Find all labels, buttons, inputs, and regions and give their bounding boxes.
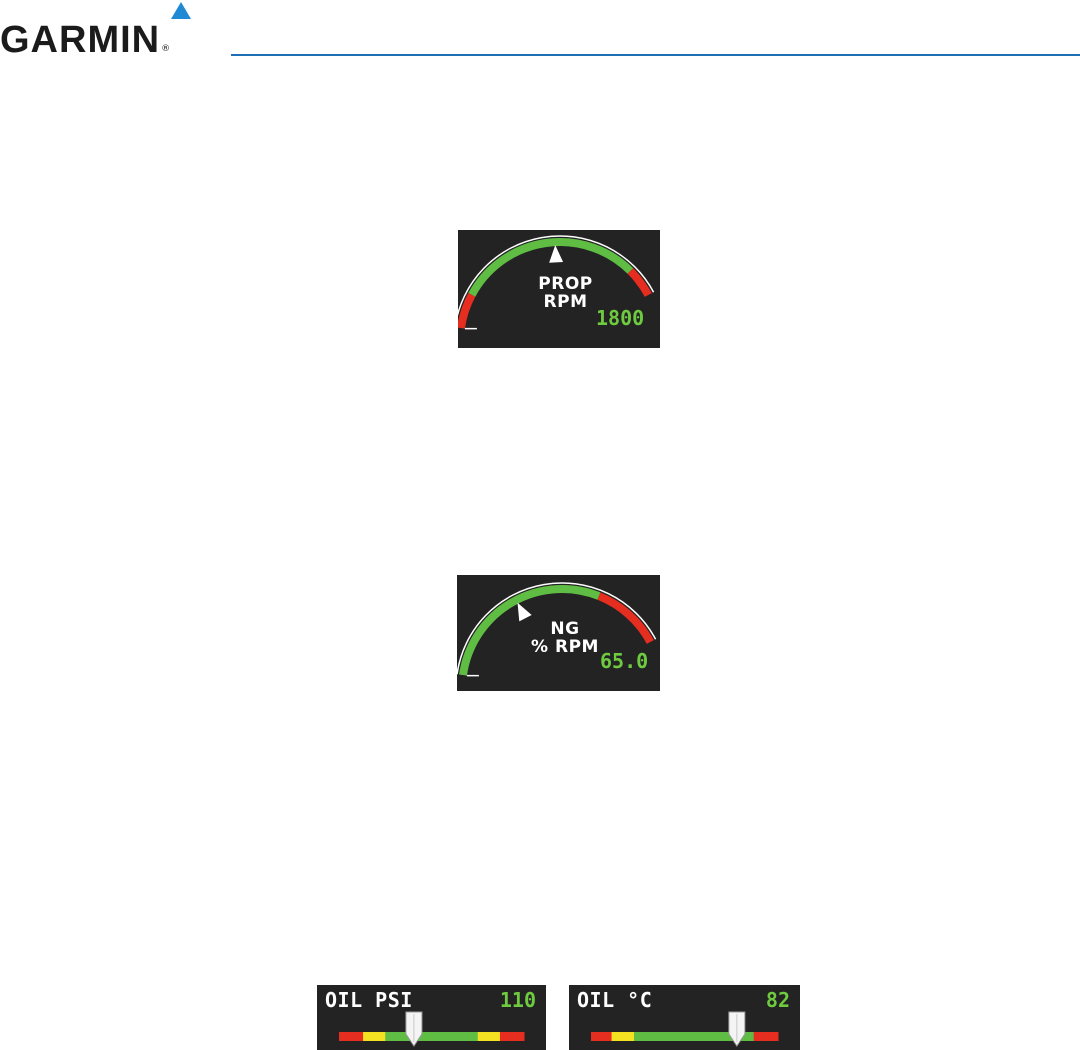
prop-rpm-gauge: PROP RPM 1800 [458,230,660,348]
oil-temp-band-yellow-1 [612,1032,635,1041]
oil-psi-band-green-2 [385,1032,478,1041]
oil-psi-band-yellow-3 [478,1032,501,1041]
brand-name: GARMIN [0,20,160,60]
oil-psi-bar [317,985,546,1050]
ng-label-line1: NG [515,620,615,638]
ng-rpm-value: 65.0 [600,649,648,673]
ng-pointer-icon [518,603,532,622]
oil-temp-band-red-0 [591,1032,612,1041]
ng-rpm-gauge: NG % RPM 65.0 [457,575,660,691]
garmin-triangle-icon [171,2,191,19]
oil-psi-band-red-0 [339,1032,364,1041]
garmin-logo: GARMIN ® [0,20,170,60]
header-rule [231,54,1080,56]
registered-mark: ® [161,44,170,54]
oil-temp-band-red-3 [754,1032,779,1041]
prop-rpm-value: 1800 [596,306,644,330]
oil-temp-gauge: OIL °C 82 [569,985,800,1050]
prop-pointer-icon [549,245,563,263]
oil-temp-bar [569,985,800,1050]
prop-band-red-2 [630,271,648,295]
oil-psi-band-yellow-1 [363,1032,386,1041]
oil-psi-gauge: OIL PSI 110 [317,985,546,1050]
prop-label-line1: PROP [518,275,613,293]
oil-psi-band-red-4 [500,1032,525,1041]
